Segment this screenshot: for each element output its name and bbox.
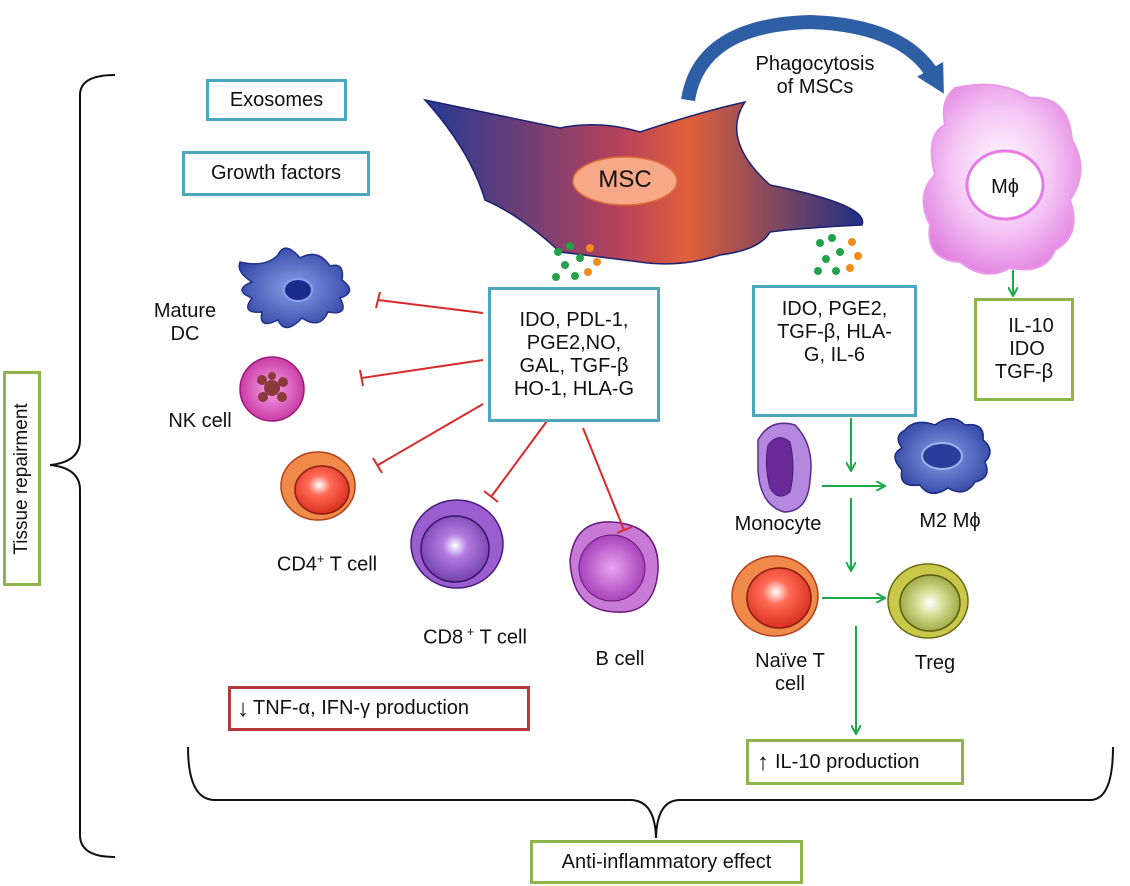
m2-nucleus	[921, 442, 963, 470]
up-production-box: ↑ IL-10 production	[746, 739, 964, 785]
cd8-nucleus	[420, 515, 490, 583]
up-production-text: IL-10 production	[775, 750, 920, 773]
cd8-suffix: T cell	[474, 626, 527, 649]
exosomes-box: Exosomes	[206, 79, 347, 121]
cd4-nucleus	[294, 465, 350, 515]
monocyte-nucleus	[765, 437, 794, 497]
b-cell-nucleus	[578, 534, 646, 602]
mature-dc-nucleus	[283, 278, 313, 302]
growth-factors-box: Growth factors	[182, 151, 370, 196]
tissue-repairment-box: Tissue repairment	[3, 371, 41, 586]
treg-nucleus	[899, 574, 961, 632]
phagocytosis-line2: of MSCs	[776, 76, 854, 98]
right-factors-box: IDO, PGE2, TGF-β, HLA- G, IL-6	[752, 285, 917, 417]
phagocytosis-label: Phagocytosis of MSCs	[730, 53, 900, 99]
left-bracket	[49, 74, 116, 858]
right-factor-line: IDO, PGE2,	[781, 298, 888, 320]
phagocytosis-line1: Phagocytosis	[755, 53, 875, 75]
nk-cell-label: NK cell	[168, 410, 232, 432]
right-factor-line: TGF-β, HLA-	[777, 321, 892, 343]
monocyte-label: Monocyte	[734, 513, 822, 535]
macrophage-factor: TGF-β	[994, 361, 1054, 383]
b-cell-label: B cell	[595, 648, 645, 670]
down-arrow-icon: ↓	[237, 695, 249, 722]
mature-dc-line2: DC	[170, 323, 200, 345]
cd4-suffix: T cell	[324, 553, 378, 576]
macrophage-nucleus	[965, 149, 1045, 221]
growth-factors-label: Growth factors	[210, 162, 342, 184]
m2-label: M2 Mϕ	[919, 510, 981, 532]
secreted-factors-right	[814, 234, 862, 275]
down-production-box: ↓ TNF-α, IFN-γ production	[228, 686, 530, 731]
left-factor-line: HO-1, HLA-G	[513, 377, 635, 400]
left-factors-box: IDO, PDL-1, PGE2,NO, GAL, TGF-β HO-1, HL…	[488, 287, 660, 422]
macrophage-factor: IL-10	[1008, 315, 1054, 337]
down-production-text: TNF-α, IFN-γ production	[253, 697, 470, 719]
left-factor-line: PGE2,NO,	[526, 331, 622, 354]
msc-nucleus	[572, 156, 678, 206]
naive-line1: Naïve T	[755, 650, 825, 672]
cd4-sup: +	[316, 551, 325, 566]
right-factor-line: G, IL-6	[803, 344, 866, 366]
phagocytosis-arrow	[681, 14, 944, 102]
exosomes-label: Exosomes	[229, 88, 324, 111]
naive-t-cell-label: Naïve T cell	[740, 650, 840, 696]
secreted-factors-left	[552, 242, 601, 281]
up-arrow-icon: ↑	[757, 748, 769, 776]
bottom-bracket	[187, 746, 1114, 839]
macrophage-factors-box: IL-10 IDO TGF-β	[974, 298, 1074, 401]
mature-dc-label: Mature DC	[140, 300, 230, 346]
left-factor-line: IDO, PDL-1,	[519, 308, 629, 331]
tissue-repairment-label: Tissue repairment	[11, 402, 32, 555]
mature-dc-line1: Mature	[153, 300, 217, 322]
cd4-prefix: CD4	[276, 553, 317, 576]
cd8-t-cell-label: CD8 + T cell	[405, 620, 545, 650]
msc-label: MSC	[598, 166, 652, 193]
cd4-t-cell-label: CD4+ T cell	[262, 547, 392, 577]
macrophage-factor: IDO	[1009, 338, 1045, 360]
treg-label: Treg	[914, 652, 956, 674]
cd8-sup: +	[463, 624, 475, 639]
anti-inflammatory-label: Anti-inflammatory effect	[561, 850, 772, 873]
left-factor-line: GAL, TGF-β	[519, 354, 629, 377]
naive-line2: cell	[774, 673, 805, 695]
anti-inflammatory-box: Anti-inflammatory effect	[530, 840, 803, 884]
cd8-prefix: CD8	[423, 626, 464, 649]
nk-granules	[257, 372, 288, 402]
inhibition-lines	[359, 291, 633, 534]
macrophage-label: Mϕ	[991, 176, 1019, 198]
naive-t-nucleus	[746, 567, 812, 629]
